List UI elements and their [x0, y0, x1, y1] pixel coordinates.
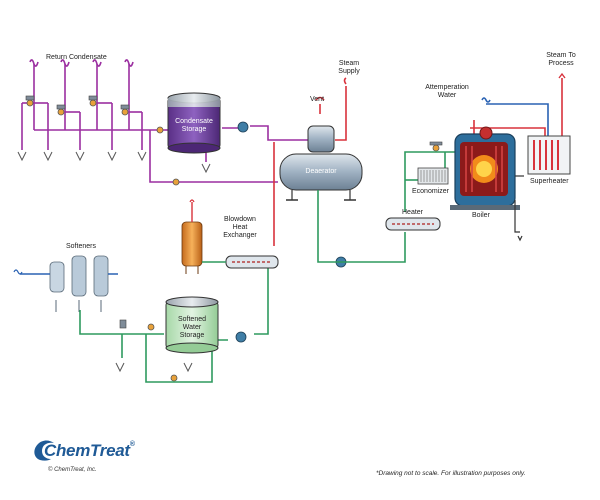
heater-label: Heater: [402, 209, 424, 216]
condensate-valves: [26, 99, 440, 382]
superheater: [527, 135, 571, 175]
softeners-units: [13, 255, 118, 312]
blowdown-heat-exchanger-label: Blowdown Heat Exchanger: [223, 216, 257, 239]
economizer: [417, 167, 449, 185]
registered-mark: ®: [129, 441, 135, 448]
deaerator-vessel: [279, 125, 363, 201]
condensate-storage-tank: [167, 92, 221, 154]
chemtreat-logo-mark: [34, 440, 54, 461]
softened-water-storage-tank: [165, 296, 219, 354]
deaerator-label: Deaerator: [305, 168, 337, 175]
return-condensate-piping: [21, 59, 308, 183]
superheater-label: Superheater: [530, 178, 569, 185]
softened-water-storage-label: Softened Water Storage: [177, 316, 207, 339]
brand-name: ChemTreat: [44, 441, 130, 460]
valve-actuators: [25, 95, 443, 329]
softeners-label: Softeners: [66, 243, 96, 250]
copyright-text: © ChemTreat, Inc.: [48, 467, 97, 473]
boiler-label: Boiler: [472, 212, 490, 219]
steam-to-process-label: Steam To Process: [546, 52, 576, 67]
boiler-unit: [450, 126, 520, 210]
attemperation-piping: [481, 97, 549, 136]
condensate-storage-label: Condensate Storage: [175, 118, 213, 133]
steam-supply-label: Steam Supply: [338, 60, 360, 75]
vent-label: Vent: [310, 96, 325, 103]
chemtreat-logo-text: ChemTreat®: [44, 441, 135, 461]
attemperation-water-label: Attemperation Water: [425, 84, 469, 99]
steam-to-process-arrow: [558, 72, 566, 79]
blowdown-heat-exchanger: [181, 199, 279, 274]
vent-cap: [315, 96, 325, 101]
heater-exchanger: [385, 217, 441, 231]
boiler-blowdown-line: [514, 175, 524, 242]
return-condensate-label: Return Condensate: [46, 54, 107, 61]
drain-symbols: [17, 151, 211, 373]
disclaimer-note: *Drawing not to scale. For illustration …: [376, 470, 526, 477]
economizer-label: Economizer: [412, 188, 449, 195]
